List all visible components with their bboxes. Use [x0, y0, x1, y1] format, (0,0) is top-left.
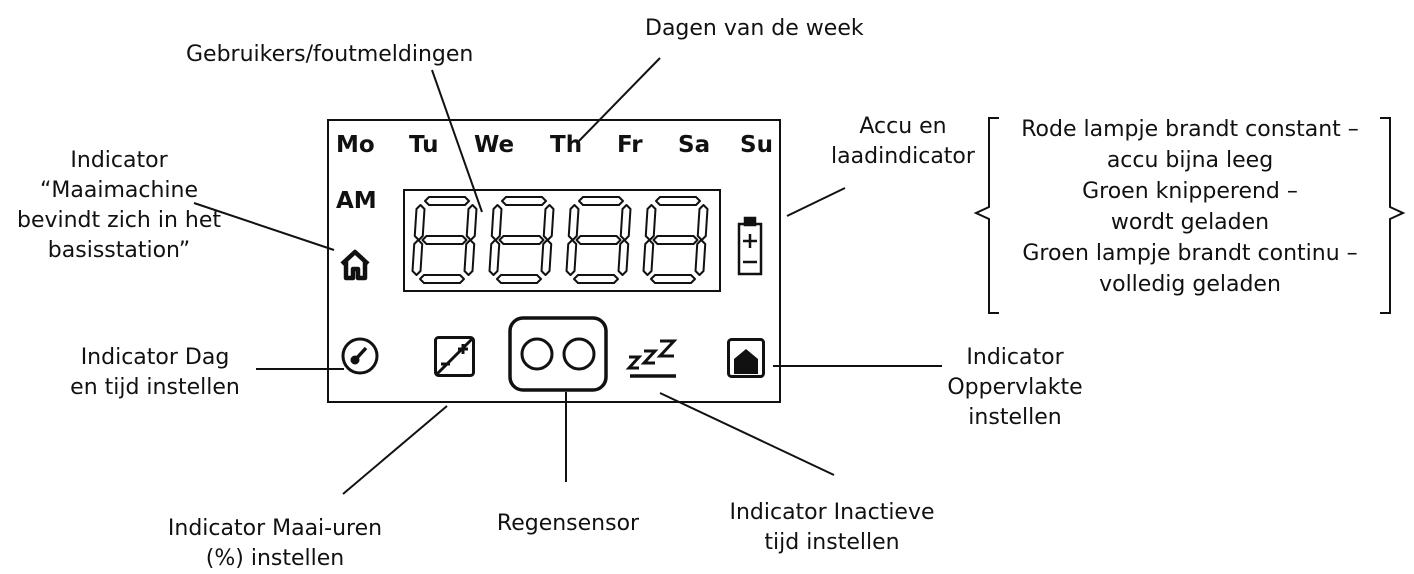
label-inactive-time-indicator: Indicator Inactieve tijd instellen: [712, 498, 952, 558]
digit-4-segment-f: [644, 204, 657, 241]
label-area-line-2: Oppervlakte: [947, 375, 1083, 400]
label-day-time-line-2: en tijd instellen: [70, 375, 240, 400]
day-sunday: Su: [740, 132, 773, 158]
lcd-panel: [327, 119, 781, 403]
label-day-time-line-1: Indicator Dag: [80, 345, 230, 370]
digit-3-segment-b: [619, 204, 632, 241]
digit-2-segment-f: [490, 204, 503, 241]
digit-3-segment-e: [565, 239, 578, 276]
leader-days: [577, 57, 661, 143]
label-area-line-3: instellen: [968, 405, 1062, 430]
label-days-of-week: Dagen van de week: [645, 16, 864, 41]
label-day-time-indicator: Indicator Dag en tijd instellen: [40, 343, 270, 403]
label-home-line-2: “Maaimachine: [40, 178, 198, 203]
day-thursday: Th: [550, 132, 583, 158]
digit-1-segment-c: [463, 239, 476, 276]
battery-state-line-5: Groen lampje brandt continu –: [1022, 241, 1358, 266]
digit-2-segment-e: [488, 239, 501, 276]
am-indicator: AM: [336, 188, 377, 214]
digit-window: [403, 189, 721, 292]
digit-3-segment-f: [567, 204, 580, 241]
digit-1-segment-f: [413, 204, 426, 241]
digit-1-segment-e: [411, 239, 424, 276]
digit-1-segment-a: [424, 196, 470, 206]
leader-home: [193, 202, 335, 251]
battery-state-line-6: volledig geladen: [1099, 272, 1281, 297]
sleep-icon: [625, 339, 678, 378]
label-home-line-3: bevindt zich in het: [16, 208, 221, 233]
label-mowing-line-2: (%) instellen: [205, 546, 345, 571]
label-area-line-1: Indicator: [966, 345, 1064, 370]
digit-4-segment-b: [696, 204, 709, 241]
rain-sensor-icon: [508, 316, 608, 392]
plus-minus-icon: [434, 336, 475, 377]
battery-states-text: Rode lampje brandt constant – accu bijna…: [1000, 114, 1380, 300]
label-battery-indicator: Accu en laadindicator: [818, 112, 988, 172]
digit-1-segment-g: [421, 235, 468, 245]
label-rain-sensor: Regensensor: [496, 511, 640, 536]
digit-4-segment-c: [694, 239, 707, 276]
battery-state-line-1: Rode lampje brandt constant –: [1021, 117, 1359, 142]
clock-icon: [341, 337, 379, 375]
label-mowing-hours-indicator: Indicator Maai-uren (%) instellen: [150, 514, 400, 574]
battery-icon: [737, 216, 763, 276]
day-saturday: Sa: [678, 132, 711, 158]
digit-4-segment-d: [650, 274, 696, 284]
digit-3-segment-d: [573, 274, 619, 284]
seven-segment-digits: [411, 196, 709, 284]
leader-users-errors: [431, 69, 483, 213]
digit-2-segment-g: [498, 235, 545, 245]
digit-4-segment-e: [642, 239, 655, 276]
label-battery-line-2: laadindicator: [831, 144, 975, 169]
label-users-errors: Gebruikers/foutmeldingen: [186, 42, 474, 67]
leader-battery: [786, 187, 846, 217]
digit-4-segment-g: [652, 235, 699, 245]
battery-state-line-3: Groen knipperend –: [1082, 179, 1298, 204]
label-mowing-line-1: Indicator Maai-uren: [167, 516, 383, 541]
label-area-indicator: Indicator Oppervlakte instellen: [930, 343, 1100, 433]
leader-inactive: [659, 392, 835, 476]
digit-1-segment-b: [465, 204, 478, 241]
day-monday: Mo: [336, 132, 375, 158]
label-home-indicator: Indicator “Maaimachine bevindt zich in h…: [0, 146, 238, 266]
battery-state-line-4: wordt geladen: [1110, 210, 1270, 235]
digit-2-segment-a: [501, 196, 547, 206]
digit-3-segment-g: [575, 235, 622, 245]
digit-3-segment-a: [578, 196, 624, 206]
digit-2-segment-c: [540, 239, 553, 276]
digit-2-segment-b: [542, 204, 555, 241]
home-icon: [340, 249, 370, 281]
label-battery-line-1: Accu en: [859, 114, 947, 139]
digit-1-segment-d: [419, 274, 465, 284]
digit-4-segment-a: [655, 196, 701, 206]
leader-mowing: [342, 405, 448, 495]
day-tuesday: Tu: [409, 132, 439, 158]
day-wednesday: We: [474, 132, 515, 158]
digit-3-segment-c: [617, 239, 630, 276]
digit-2-segment-d: [496, 274, 542, 284]
battery-state-line-2: accu bijna leeg: [1106, 148, 1274, 173]
label-home-line-4: basisstation”: [47, 238, 191, 263]
area-icon: [727, 338, 765, 378]
label-inactive-line-1: Indicator Inactieve: [729, 500, 935, 525]
day-friday: Fr: [617, 132, 643, 158]
battery-states-bracket: [973, 117, 1406, 314]
label-inactive-line-2: tijd instellen: [764, 530, 900, 555]
leader-lines: [193, 57, 942, 495]
label-home-line-1: Indicator: [70, 148, 168, 173]
